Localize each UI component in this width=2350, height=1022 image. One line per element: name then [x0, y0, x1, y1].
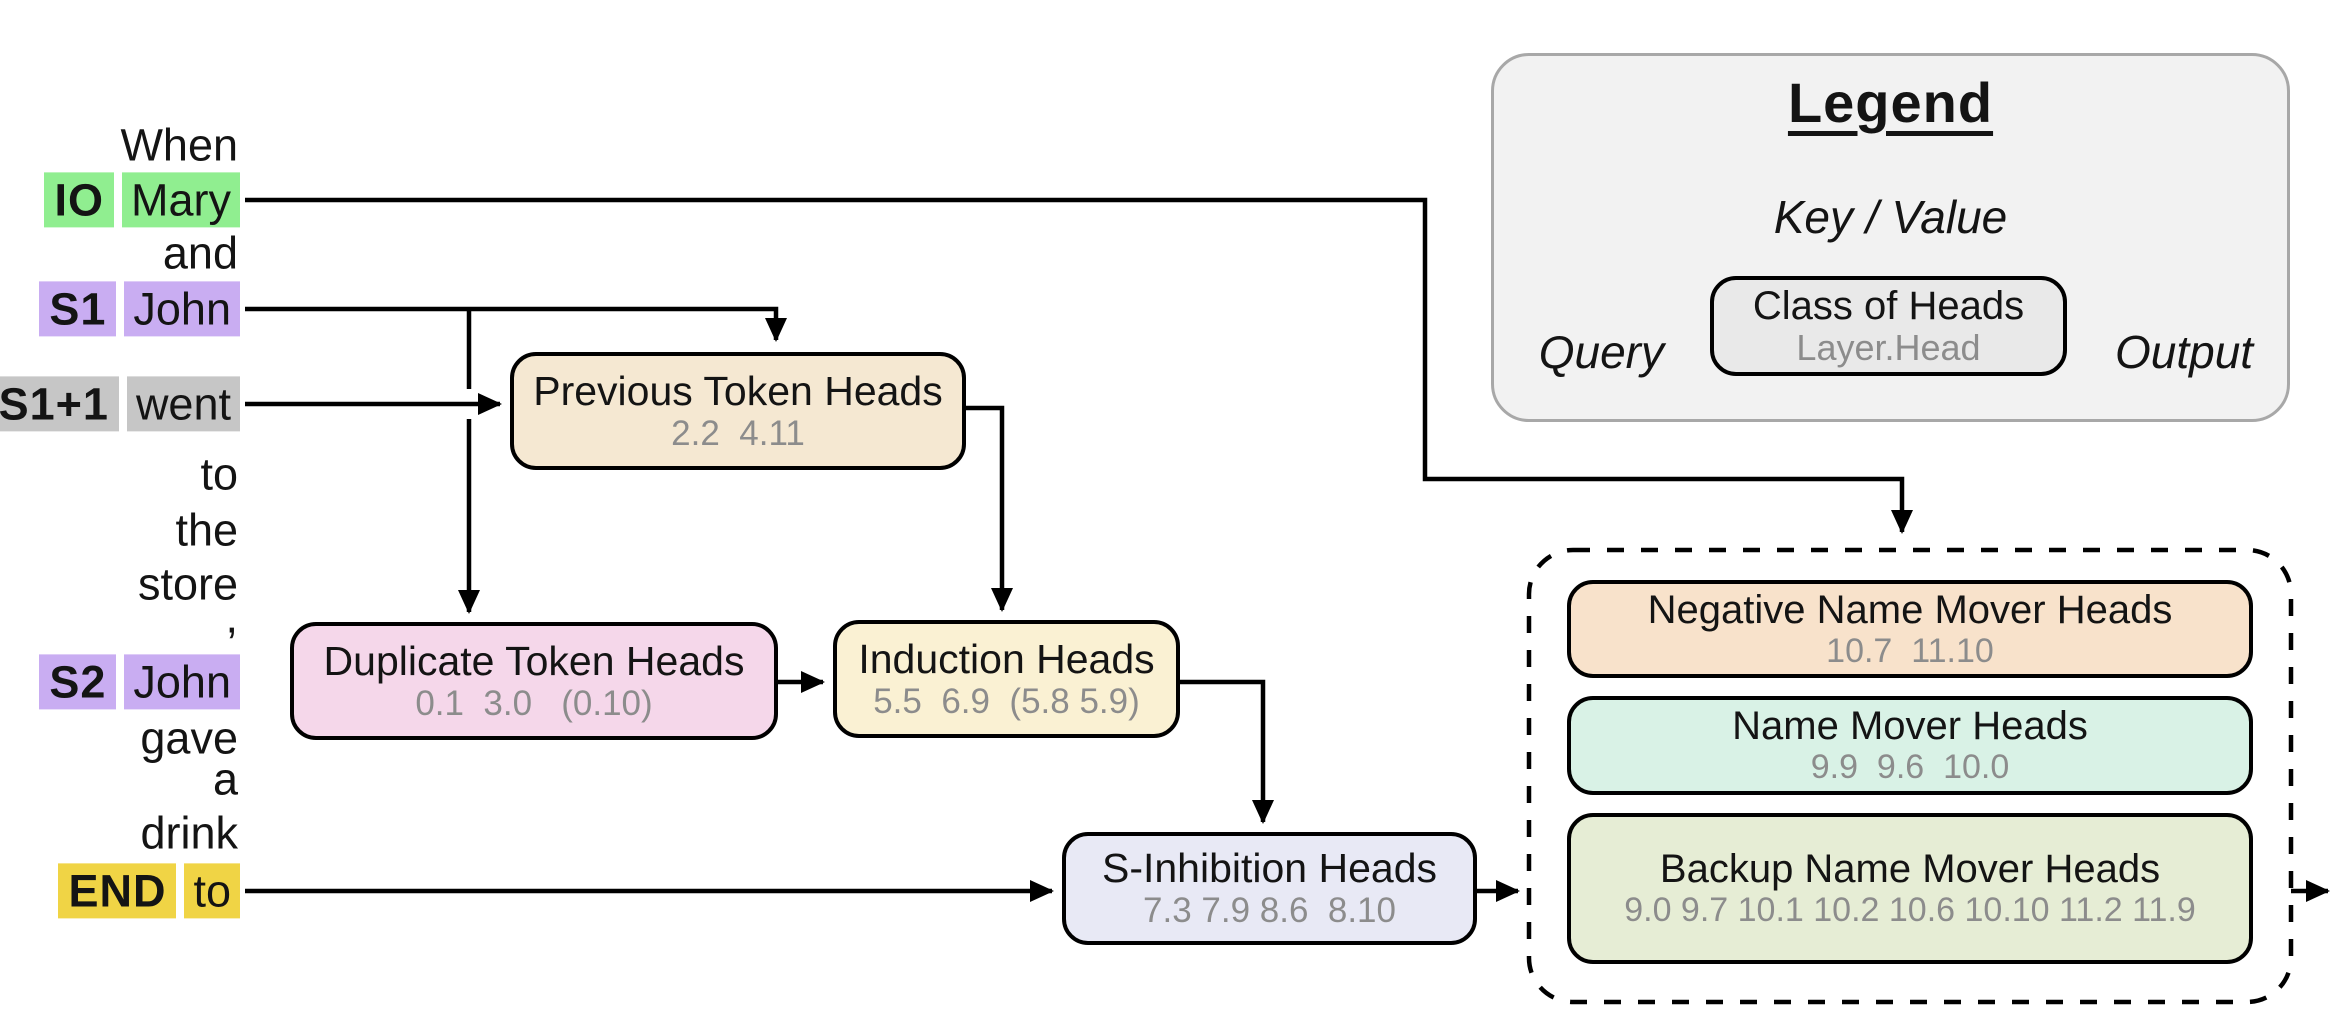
token-row-gave: gave: [0, 710, 240, 765]
box-title: S-Inhibition Heads: [1101, 845, 1438, 892]
token-word: and: [162, 227, 238, 279]
token-word: drink: [140, 807, 238, 859]
token-word: ,: [225, 591, 238, 643]
token-row-a: a: [0, 751, 240, 806]
token-row-end-to: END to: [0, 863, 240, 919]
token-word: a: [212, 753, 238, 805]
box-title: Previous Token Heads: [533, 367, 943, 414]
box-title: Duplicate Token Heads: [323, 637, 745, 684]
box-values: 9.0 9.7 10.1 10.2 10.6 10.10 11.2 11.9: [1624, 891, 2196, 930]
token-row-s1-john: S1 John: [0, 281, 240, 337]
token-row-when: When: [0, 117, 240, 172]
legend-class-box-subtitle: Layer.Head: [1796, 327, 1981, 369]
box-values: 5.5 6.9 (5.8 5.9): [873, 681, 1140, 721]
token-row-comma: ,: [0, 589, 240, 644]
token-row-s1plus1-went: S1+1 went: [0, 376, 240, 432]
legend-panel: Legend Key / Value Query Output Class of…: [1491, 53, 2290, 422]
token-row-io-mary: IO Mary: [0, 172, 240, 228]
output-group-dashed-border: [1526, 547, 2294, 1005]
token-word: to: [184, 863, 240, 919]
legend-output-label: Output: [2115, 326, 2254, 378]
box-values: 2.2 4.11: [671, 413, 805, 453]
token-word: to: [200, 448, 238, 500]
token-word: When: [120, 119, 238, 171]
box-title: Name Mover Heads: [1732, 704, 2088, 749]
box-values: 9.9 9.6 10.0: [1810, 748, 2010, 787]
token-word: went: [126, 376, 240, 432]
token-label-s1plus1: S1+1: [0, 376, 119, 432]
legend-class-of-heads-box: Class of Heads Layer.Head: [1710, 276, 2067, 376]
box-values: 10.7 11.10: [1826, 631, 1994, 670]
previous-token-heads-box: Previous Token Heads 2.2 4.11: [510, 352, 966, 470]
duplicate-token-heads-box: Duplicate Token Heads 0.1 3.0 (0.10): [290, 622, 778, 740]
token-label-s2: S2: [39, 654, 117, 710]
name-mover-heads-box: Name Mover Heads 9.9 9.6 10.0: [1567, 696, 2253, 795]
arrow-mary-to-output-group: [245, 197, 1913, 534]
backup-name-mover-heads-box: Backup Name Mover Heads 9.0 9.7 10.1 10.…: [1567, 813, 2253, 964]
legend-title: Legend: [1787, 71, 1994, 134]
token-row-store: store: [0, 556, 240, 611]
arrow-induction-to-sinhibition: [1180, 679, 1274, 824]
token-word: John: [124, 654, 240, 710]
box-title: Negative Name Mover Heads: [1647, 587, 2173, 632]
legend-query-label: Query: [1538, 326, 1664, 378]
arrow-s1-to-previous: [245, 306, 787, 342]
token-label-io: IO: [44, 172, 114, 228]
token-label-s1: S1: [39, 281, 117, 337]
negative-name-mover-heads-box: Negative Name Mover Heads 10.7 11.10: [1567, 580, 2253, 678]
token-word: Mary: [122, 172, 240, 228]
legend-key-value-label: Key / Value: [1773, 191, 2008, 243]
box-title: Induction Heads: [858, 635, 1155, 682]
token-word: store: [137, 558, 238, 610]
token-word: John: [124, 281, 240, 337]
token-word: the: [175, 504, 238, 556]
arrow-previous-to-induction: [966, 405, 1013, 612]
token-word: gave: [140, 712, 238, 764]
token-row-drink: drink: [0, 805, 240, 860]
box-title: Backup Name Mover Heads: [1659, 847, 2161, 892]
token-row-and: and: [0, 225, 240, 280]
box-values: 0.1 3.0 (0.10): [415, 683, 653, 723]
s-inhibition-heads-box: S-Inhibition Heads 7.3 7.9 8.6 8.10: [1062, 832, 1477, 945]
token-row-to: to: [0, 446, 240, 501]
induction-heads-box: Induction Heads 5.5 6.9 (5.8 5.9): [833, 620, 1180, 738]
legend-class-box-title: Class of Heads: [1752, 284, 2025, 329]
box-values: 7.3 7.9 8.6 8.10: [1143, 891, 1396, 931]
token-row-s2-john: S2 John: [0, 654, 240, 710]
token-label-end: END: [58, 863, 177, 919]
token-row-the: the: [0, 502, 240, 557]
